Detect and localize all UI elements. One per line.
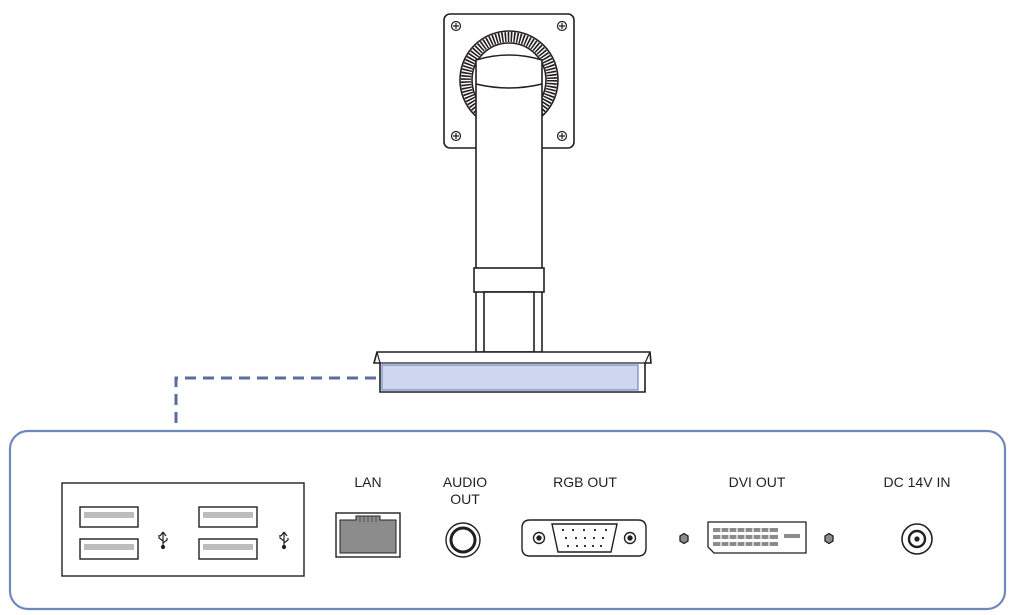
usb-icon [158, 531, 289, 550]
usb-port-group [61, 482, 305, 577]
connector-dashed-line [174, 376, 376, 431]
dvi-screw-left [679, 532, 689, 545]
rgb-out-label: RGB OUT [553, 474, 617, 490]
screw-icon [450, 20, 568, 142]
audio-out-port [445, 522, 481, 558]
dc-14v-in-port [901, 523, 933, 555]
dc-14v-in-label: DC 14V IN [883, 474, 951, 490]
rgb-out-port [521, 519, 647, 557]
stand-collar [473, 267, 545, 293]
lan-label: LAN [354, 474, 382, 490]
port-area-highlight [381, 364, 639, 391]
usb-port [79, 506, 258, 560]
dvi-screw-right [824, 532, 834, 545]
monitor-stand [372, 13, 652, 393]
dvi-out-port [679, 521, 834, 554]
audio-out-label: AUDIO OUT [442, 474, 488, 507]
stand-neck [483, 291, 535, 353]
lan-port [335, 512, 401, 558]
dvi-out-label: DVI OUT [728, 474, 786, 490]
